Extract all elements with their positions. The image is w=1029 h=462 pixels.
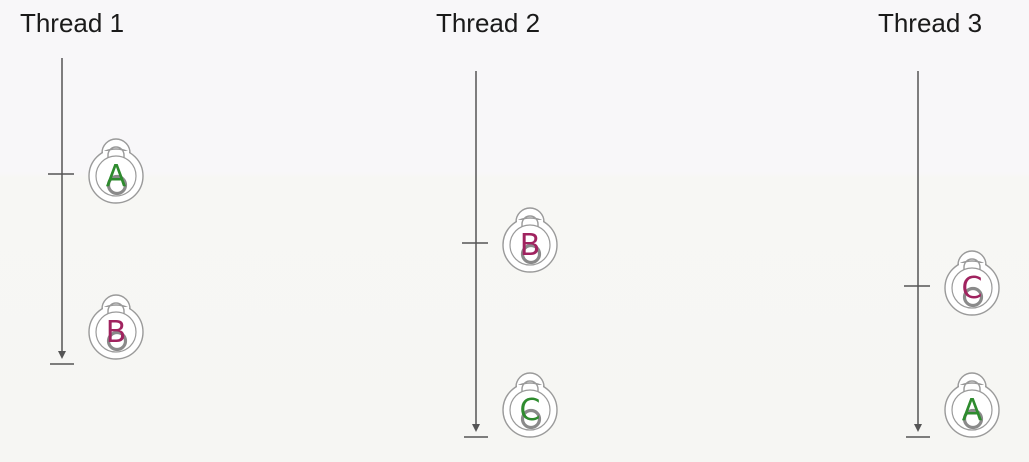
lock-seam-cover [959,385,985,391]
lock-label: A [106,159,127,194]
lock-label: B [106,315,127,350]
thread-2-title: Thread 2 [435,8,541,38]
lock-a-icon: A [88,138,144,204]
lock-keyhole-ring [106,174,128,196]
lock-shackle-inner [107,146,125,163]
lock-shackle-inner [107,302,125,319]
thread-3-title: Thread 3 [877,8,983,38]
lock-seam-cover [103,307,129,313]
lock-a-icon: A [944,372,1000,438]
lock-keyhole-ring [520,408,542,430]
lock-label: C [962,271,983,306]
lock-shackle-inner [963,380,981,397]
thread-1-title: Thread 1 [19,8,125,38]
thread-1-arrowhead [58,351,66,359]
thread-2-arrowhead [472,424,480,432]
lock-label: B [520,228,541,263]
lock-keyhole-ring [962,408,984,430]
lock-c-icon: C [944,250,1000,316]
lock-label: C [520,393,541,428]
lock-label: A [962,393,983,428]
lock-seam-cover [103,151,129,157]
thread-3-arrowhead [914,424,922,432]
lock-seam-cover [517,220,543,226]
lock-b-icon: B [88,294,144,360]
lock-keyhole-ring [962,286,984,308]
lock-b-icon: B [502,207,558,273]
lock-shackle-inner [521,215,539,232]
lock-seam-cover [517,385,543,391]
lock-shackle-inner [521,380,539,397]
lock-shackle-inner [963,258,981,275]
lock-seam-cover [959,263,985,269]
lock-keyhole-ring [520,243,542,265]
lock-keyhole-ring [106,330,128,352]
lock-c-icon: C [502,372,558,438]
